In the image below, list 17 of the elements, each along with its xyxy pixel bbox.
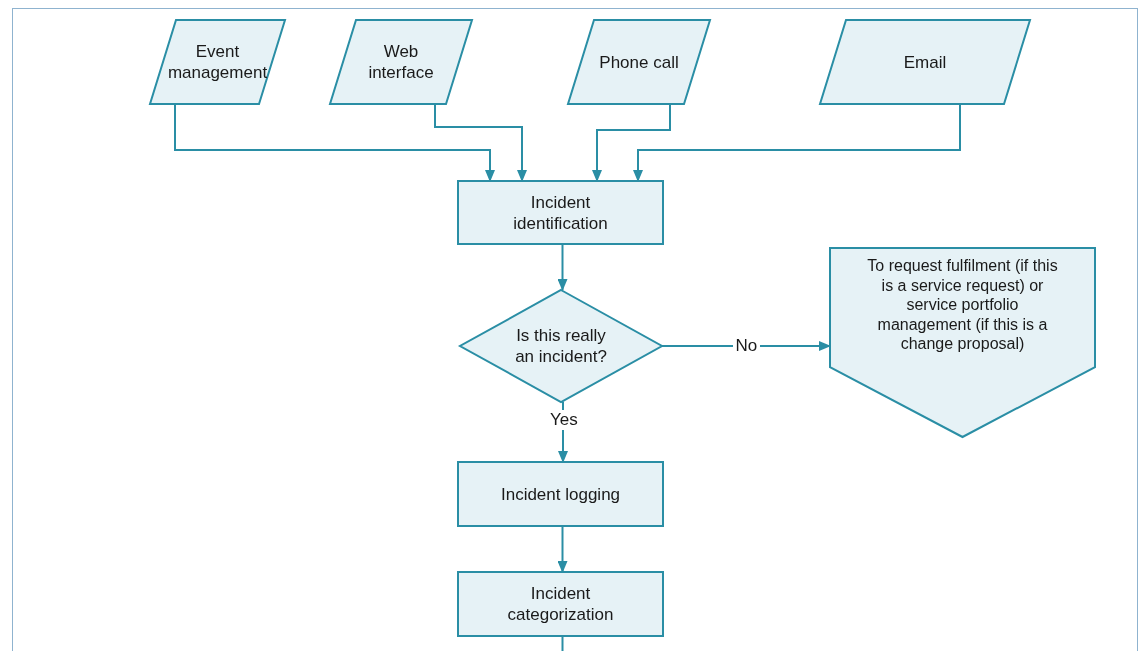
node-text: Incident categorization [506, 583, 615, 625]
arrow [174, 103, 495, 182]
arrow [557, 525, 568, 573]
node-text: To request fulfilment (if this is a service request) or service portfolio management (if this is a change proposal) [866, 256, 1059, 354]
node-text: Incident identification [512, 191, 609, 234]
node-text: Email [903, 51, 947, 73]
arrow [633, 103, 961, 182]
node-text: Phone call [599, 51, 679, 73]
edge-label: Yes [547, 410, 581, 430]
node-text: Incident logging [500, 483, 621, 505]
node-text: Web interface [367, 41, 435, 83]
arrow [434, 103, 527, 182]
node-text: Is this really an incident? [514, 325, 608, 367]
node-text: Event management [167, 41, 268, 83]
arrow [592, 103, 671, 182]
connector-line [561, 635, 564, 651]
arrow [557, 243, 568, 291]
